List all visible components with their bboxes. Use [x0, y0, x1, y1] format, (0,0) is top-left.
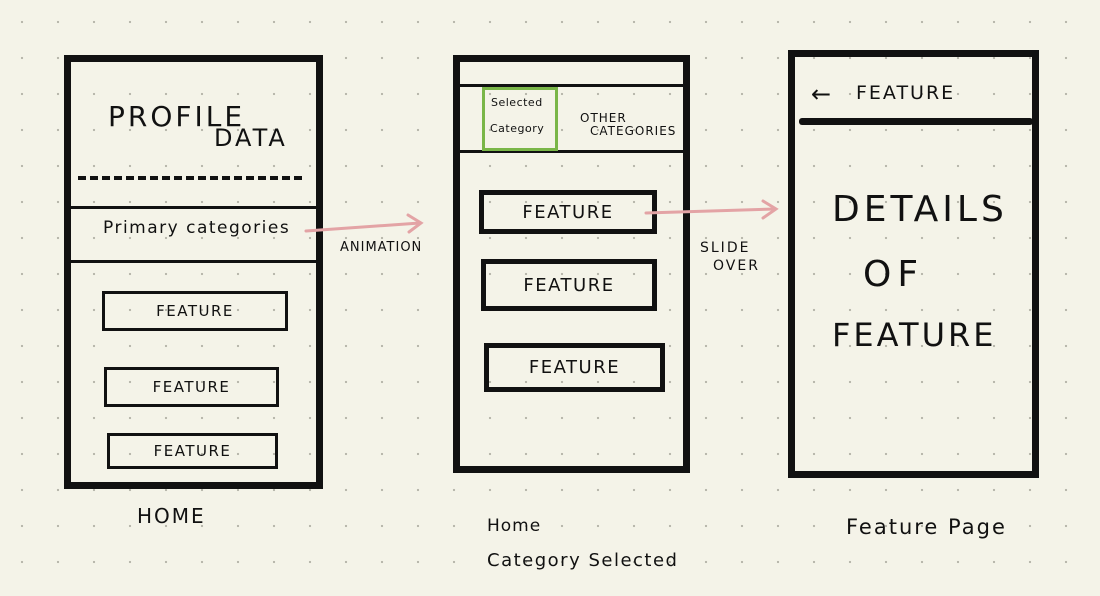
- selected-category-label-line1: Selected: [491, 96, 543, 109]
- feature-details-line1: DETAILS: [832, 189, 1008, 230]
- category-tabs-top-line: [458, 84, 686, 87]
- slide-over-transition-label-line1: SLIDE: [700, 240, 751, 256]
- profile-divider: [78, 176, 302, 180]
- other-categories-label-line1: OTHER: [580, 111, 627, 125]
- feature-page-header-divider: [799, 118, 1033, 125]
- feature-details-line2: OF: [863, 254, 925, 295]
- category-selected-screen-frame: [453, 55, 690, 473]
- primary-categories-top-line: [70, 206, 316, 209]
- home-feature-item[interactable]: FEATURE: [102, 291, 288, 331]
- home-screen-frame: [64, 55, 323, 489]
- selected-category-label-line2: Category: [490, 122, 545, 135]
- home-caption: HOME: [137, 504, 206, 528]
- feature-page-header-title: FEATURE: [856, 82, 956, 104]
- slide-over-transition-label-line2: OVER: [713, 258, 760, 274]
- feature-page-screen-frame: [788, 50, 1039, 478]
- feature-page-caption: Feature Page: [846, 515, 1007, 539]
- animation-transition-label: ANIMATION: [340, 240, 423, 255]
- category-feature-item[interactable]: FEATURE: [481, 259, 657, 311]
- feature-details-line3: FEATURE: [832, 316, 997, 354]
- selected-category-tab[interactable]: [482, 87, 558, 151]
- slide-over-arrow: [644, 199, 779, 220]
- category-selected-caption-line1: Home: [487, 516, 542, 536]
- primary-categories-bottom-line: [70, 260, 316, 263]
- home-feature-item[interactable]: FEATURE: [107, 433, 278, 469]
- category-feature-item[interactable]: FEATURE: [484, 343, 665, 392]
- category-tabs-bottom-line: [458, 150, 686, 153]
- profile-data-label-line2: DATA: [214, 124, 288, 152]
- primary-categories-label: Primary categories: [103, 218, 291, 238]
- animation-arrow: [304, 213, 424, 234]
- back-arrow-icon[interactable]: ←: [811, 80, 833, 108]
- home-feature-item[interactable]: FEATURE: [104, 367, 279, 407]
- other-categories-label-line2: CATEGORIES: [590, 124, 677, 138]
- profile-data-label-line1: PROFILE: [108, 100, 246, 133]
- category-selected-caption-line2: Category Selected: [487, 550, 679, 571]
